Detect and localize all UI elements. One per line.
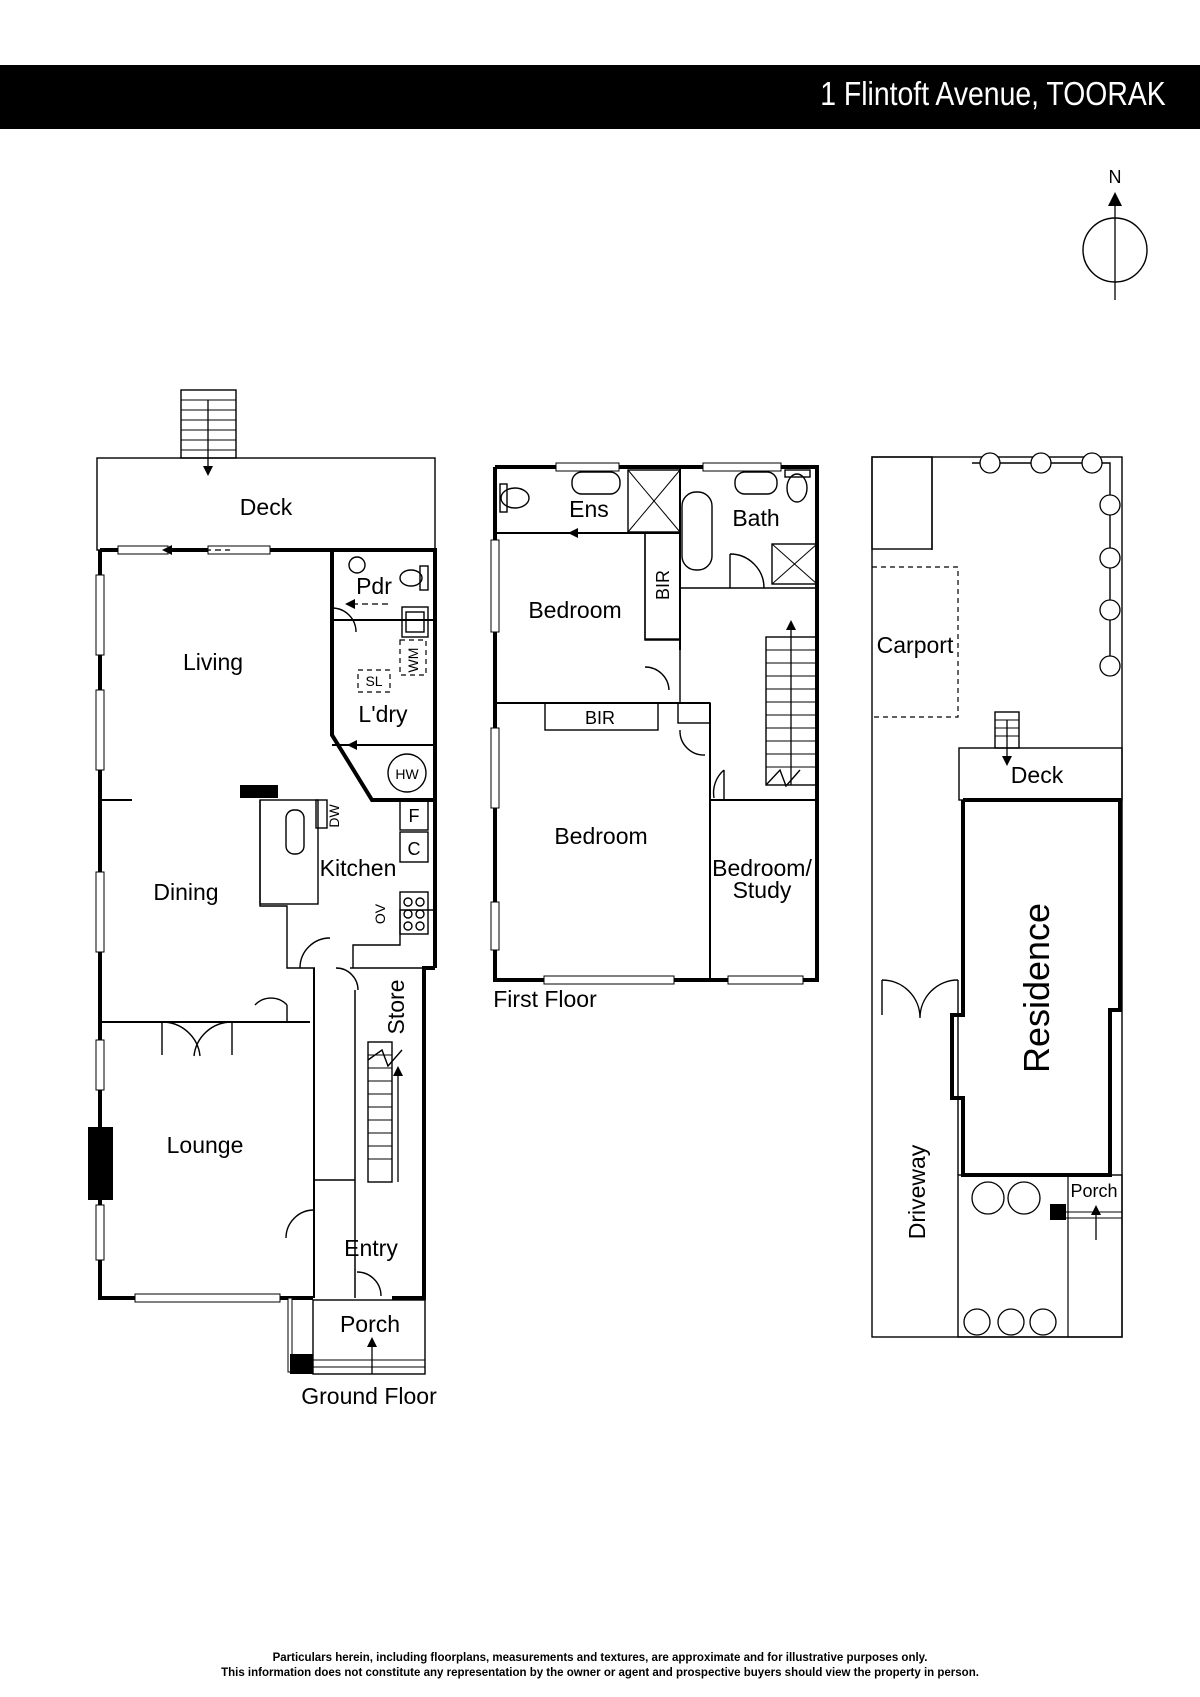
ground-floor-title: Ground Floor xyxy=(301,1383,437,1409)
arrow-left-icon xyxy=(345,599,355,609)
disclaimer: Particulars herein, including floorplans… xyxy=(0,1651,1200,1681)
arrow-up-icon xyxy=(367,1337,377,1347)
label-ensuite: Ens xyxy=(569,496,609,522)
deck-steps xyxy=(180,389,237,476)
disclaimer-line-2: This information does not constitute any… xyxy=(221,1667,979,1679)
label-kitchen: Kitchen xyxy=(320,855,397,881)
bathtub-icon xyxy=(681,491,713,571)
label-laundry: L'dry xyxy=(358,701,408,727)
label-bedroom-1: Bedroom xyxy=(528,597,621,623)
toilet-icon xyxy=(786,473,808,503)
label-site-porch: Porch xyxy=(1070,1181,1117,1201)
label-bedroom-2: Bedroom xyxy=(554,823,647,849)
cooktop-icon xyxy=(399,891,429,935)
label-deck: Deck xyxy=(240,494,293,520)
label-cupboard: C xyxy=(408,839,421,859)
garden-trees xyxy=(963,1181,1057,1336)
north-arrow-icon xyxy=(1108,192,1122,206)
label-lounge: Lounge xyxy=(167,1132,244,1158)
arrow-down-icon xyxy=(1002,756,1012,766)
label-bir-1: BIR xyxy=(653,570,673,600)
toilet-icon xyxy=(500,487,530,509)
label-dw: DW xyxy=(326,804,342,828)
fireplace xyxy=(88,1127,113,1200)
arrow-left-icon xyxy=(568,528,578,538)
label-store: Store xyxy=(383,980,409,1035)
ground-floor-plan: Deck Living Pdr L'dry SL WM HW Dining Ki… xyxy=(88,389,437,1409)
first-floor-plan: Ens Bath Bedroom BIR BIR Bedroom Bedroom… xyxy=(490,462,819,1012)
label-residence: Residence xyxy=(1016,903,1057,1073)
label-ov: OV xyxy=(372,903,388,924)
ground-floor-stairs xyxy=(367,1041,403,1183)
toilet-icon xyxy=(399,569,423,587)
label-driveway: Driveway xyxy=(904,1144,930,1239)
compass: N xyxy=(1082,167,1148,300)
shower-icon xyxy=(771,543,818,585)
header-bar: 1 Flintoft Avenue, TOORAK xyxy=(0,65,1200,129)
label-bir-2: BIR xyxy=(585,708,615,728)
porch-area xyxy=(312,1299,426,1375)
arrow-left-icon xyxy=(347,740,357,750)
first-floor-title: First Floor xyxy=(493,986,597,1012)
hedge-trees xyxy=(979,452,1121,677)
site-plan: Carport Deck Residence Driveway Porch xyxy=(871,452,1123,1338)
label-sl: SL xyxy=(365,673,382,689)
label-bedroom-study-line1: Bedroom/ xyxy=(712,855,812,881)
label-bath: Bath xyxy=(732,505,779,531)
arrow-up-icon xyxy=(786,620,796,630)
label-site-deck: Deck xyxy=(1011,762,1064,788)
shower-icon xyxy=(627,469,681,533)
arrow-down-icon xyxy=(203,466,213,476)
label-fridge: F xyxy=(409,806,420,826)
label-porch: Porch xyxy=(340,1311,400,1337)
disclaimer-line-1: Particulars herein, including floorplans… xyxy=(272,1652,928,1664)
first-floor-stairs xyxy=(765,620,818,788)
label-hw: HW xyxy=(395,766,419,782)
sink-icon xyxy=(285,809,305,855)
label-dining: Dining xyxy=(153,879,218,905)
arrow-left-icon xyxy=(162,545,172,555)
label-living: Living xyxy=(183,649,243,675)
compass-north-label: N xyxy=(1109,167,1122,187)
label-wm: WM xyxy=(405,648,421,673)
arrow-up-icon xyxy=(393,1066,403,1076)
label-entry: Entry xyxy=(344,1235,398,1261)
label-pdr: Pdr xyxy=(356,573,392,599)
hot-water-unit xyxy=(387,753,427,793)
label-carport: Carport xyxy=(877,632,954,658)
label-bedroom-study-line2: Study xyxy=(733,877,792,903)
property-address: 1 Flintoft Avenue, TOORAK xyxy=(820,75,1166,112)
arrow-up-icon xyxy=(1091,1205,1101,1215)
